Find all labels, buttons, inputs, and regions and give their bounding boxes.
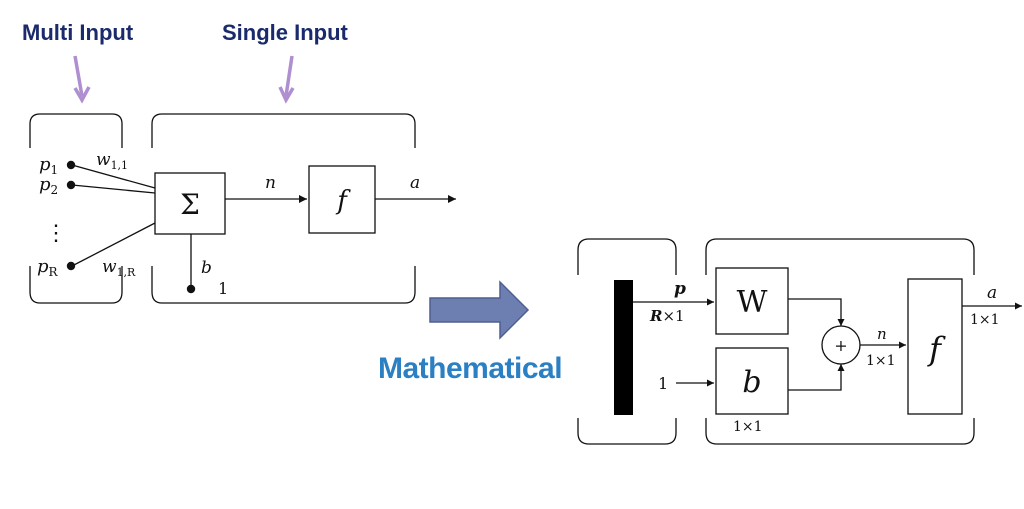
input-vector-bracket — [577, 238, 677, 445]
weight-matrix-box — [715, 267, 789, 335]
single-input-pointer-arrow — [278, 55, 295, 104]
bias-input-label: 1 — [218, 279, 228, 298]
bias-box — [715, 347, 789, 415]
bias-input-one: 1 — [658, 374, 668, 393]
single-input-bracket — [151, 113, 416, 304]
output-label: a — [410, 173, 420, 193]
left-neuron-diagram — [29, 113, 456, 304]
summation-symbol: + — [834, 336, 847, 355]
input-node-p2 — [66, 180, 76, 190]
bias-label: b — [201, 258, 212, 278]
net-input-label: n — [265, 173, 276, 193]
input-label-p1: p1 — [39, 154, 58, 177]
multi-input-bracket — [29, 113, 123, 304]
transfer-function-symbol: f — [335, 186, 351, 216]
sum-node — [154, 172, 226, 235]
transformation-arrow — [429, 280, 530, 340]
input-vector-dimension: R×1 — [649, 307, 685, 325]
transfer-function-box-right — [907, 278, 963, 415]
single-input-label: Single Input — [222, 20, 348, 45]
input-label-pR: pR — [37, 256, 59, 279]
output-dimension: 1×1 — [970, 312, 1000, 328]
input-node-p1 — [66, 160, 76, 170]
input-vector-label: p — [674, 279, 686, 299]
transfer-function-symbol-right: f — [927, 330, 946, 368]
net-input-dimension: 1×1 — [866, 353, 896, 369]
weight-label-w1R: w1,R — [102, 257, 136, 279]
vertical-ellipsis: ⋮ — [45, 221, 67, 246]
weight-matrix-symbol: W — [737, 285, 768, 320]
bias-dimension: 1×1 — [733, 419, 763, 435]
net-input-label-right: n — [877, 325, 887, 343]
input-label-p2: p2 — [39, 174, 58, 197]
layer-bracket — [705, 238, 975, 445]
multi-input-pointer-arrow — [73, 55, 91, 104]
input-vector-bar — [614, 280, 633, 415]
sum-symbol: Σ — [180, 188, 200, 221]
input-node-pR — [66, 261, 76, 271]
bias-node — [186, 284, 196, 294]
multi-input-label: Multi Input — [22, 20, 134, 45]
weight-label-w11: w1,1 — [96, 150, 128, 172]
bias-symbol: b — [742, 365, 761, 400]
output-label-right: a — [987, 283, 997, 303]
right-neuron-diagram — [577, 238, 1022, 445]
mathematical-label: Mathematical — [378, 352, 563, 385]
